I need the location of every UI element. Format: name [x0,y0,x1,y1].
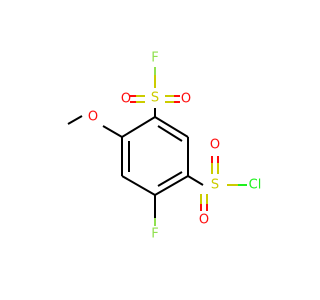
atom-label-s-right: S [211,178,219,193]
ring-bond-c4-c5 [121,175,156,196]
bond-o-methoxy-c-methyl [67,115,83,125]
atom-label-o-methoxy: O [88,110,98,125]
ring-bond-c6-c1 [121,116,156,138]
ring-double-bond-c3-c4 [157,171,183,187]
atom-label-o-right-bottom: O [199,213,209,228]
atom-label-o-right-top: O [210,138,220,153]
atom-label-cl-right: Cl [249,178,262,193]
benzene-ring [121,116,189,196]
atom-label-o-top-right: O [181,92,191,107]
atom-labels: F S O O O S O O Cl F [88,51,261,242]
atom-label-s-top: S [151,91,159,106]
substituent-bonds [67,67,247,226]
atom-label-f-bottom: F [151,227,158,242]
bond-c6-o-methoxy [102,125,123,138]
atom-label-o-top-left: O [121,92,131,107]
bond-c3-s-right [187,175,204,186]
ring-bond-c3-c4 [154,175,189,196]
atom-label-f-top: F [151,51,158,66]
molecule-canvas: F S O O O S O O Cl F [67,50,262,242]
molecule-structure: F S O O O S O O Cl F [67,51,261,242]
ring-double-bond-c1-c2 [157,125,183,142]
ring-bond-c1-c2 [154,116,189,138]
